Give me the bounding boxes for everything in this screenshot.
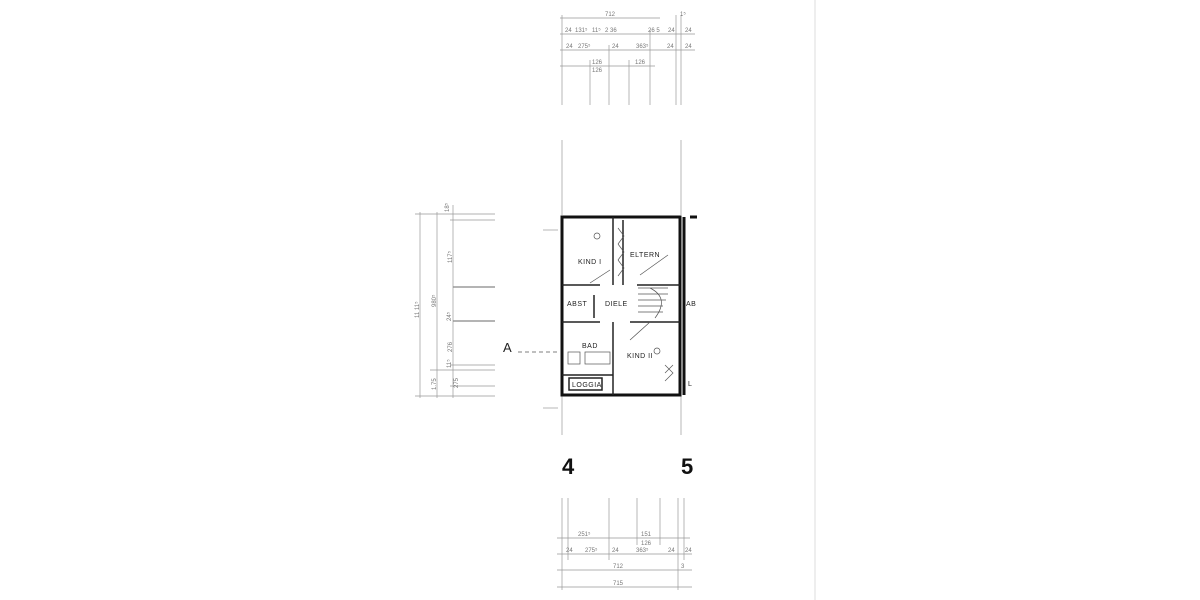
dim-label: 24 xyxy=(612,44,619,50)
dim-label: 275 xyxy=(454,377,460,388)
section-marker-a: A xyxy=(503,229,560,409)
dim-label: 151 xyxy=(641,532,652,538)
house-number-5: 5 xyxy=(681,454,693,479)
dim-label: 1.75 xyxy=(432,378,438,390)
dim-label: 276 xyxy=(448,341,454,352)
dim-label: 131⁵ xyxy=(575,27,588,34)
left-dimensions: 18⁵ 117⁵ 11 11⁵ 980⁵ 24⁵ 276 1.75 11⁵ 27… xyxy=(414,202,495,398)
dim-label: 24 xyxy=(685,44,692,50)
dim-label: 2 36 xyxy=(605,28,617,34)
dim-label: 117⁵ xyxy=(447,250,454,263)
room-eltern: ELTERN xyxy=(630,252,660,259)
room-kind-1: KIND I xyxy=(578,259,602,266)
dim-label: 715 xyxy=(613,581,624,587)
dim-label: 275⁵ xyxy=(578,43,591,50)
dim-label: 126 xyxy=(641,541,652,547)
room-loggia-neighbor: L xyxy=(688,381,692,388)
dim-label: 712 xyxy=(605,12,616,18)
dim-label: 11⁵ xyxy=(446,359,453,368)
dim-label: 24 xyxy=(565,28,572,34)
top-dimensions: 712 1⁵ 24 131⁵ 11⁵ 2 36 26 5 24 24 24 27… xyxy=(560,11,695,105)
section-label: A xyxy=(503,340,512,355)
dim-label: 26 5 xyxy=(648,28,660,34)
dim-label: 275⁵ xyxy=(585,547,598,554)
room-abstellraum: ABST xyxy=(567,301,588,308)
dim-label: 11⁵ xyxy=(592,27,601,34)
dim-label: 126 xyxy=(635,60,646,66)
party-wall-lines xyxy=(561,140,682,435)
room-diele: DIELE xyxy=(605,301,628,308)
dim-label: 1⁵ xyxy=(680,11,686,18)
dim-label: 18⁵ xyxy=(444,202,451,212)
dim-label: 251⁵ xyxy=(578,531,591,538)
dim-label: 11 11⁵ xyxy=(414,301,421,318)
dim-label: 126 xyxy=(592,68,603,74)
dim-label: 24 xyxy=(685,548,692,554)
dim-label: 126 xyxy=(592,60,603,66)
dim-label: 363⁵ xyxy=(636,43,649,50)
bottom-dimensions: 251⁵ 151 126 24 275⁵ 24 363⁵ 24 24 712 3… xyxy=(557,498,692,590)
dim-label: 24 xyxy=(566,44,573,50)
dim-label: 24⁵ xyxy=(446,311,453,321)
dim-label: 24 xyxy=(668,28,675,34)
dim-label: 363⁵ xyxy=(636,547,649,554)
dim-label: 712 xyxy=(613,564,624,570)
dim-label: 24 xyxy=(668,548,675,554)
floor-plan: KIND I ELTERN ABST DIELE BAD KIND II LOG… xyxy=(560,215,697,397)
dim-label: 24 xyxy=(612,548,619,554)
dim-label: 3 xyxy=(681,564,685,570)
dim-label: 24 xyxy=(566,548,573,554)
house-number-4: 4 xyxy=(562,454,575,479)
room-abst-neighbor: AB xyxy=(686,301,696,308)
dim-label: 24 xyxy=(667,44,674,50)
room-kind-2: KIND II xyxy=(627,353,653,360)
dim-label: 24 xyxy=(685,28,692,34)
room-bad: BAD xyxy=(582,343,598,350)
dim-label: 980⁵ xyxy=(431,294,438,307)
room-loggia: LOGGIA xyxy=(572,382,602,389)
